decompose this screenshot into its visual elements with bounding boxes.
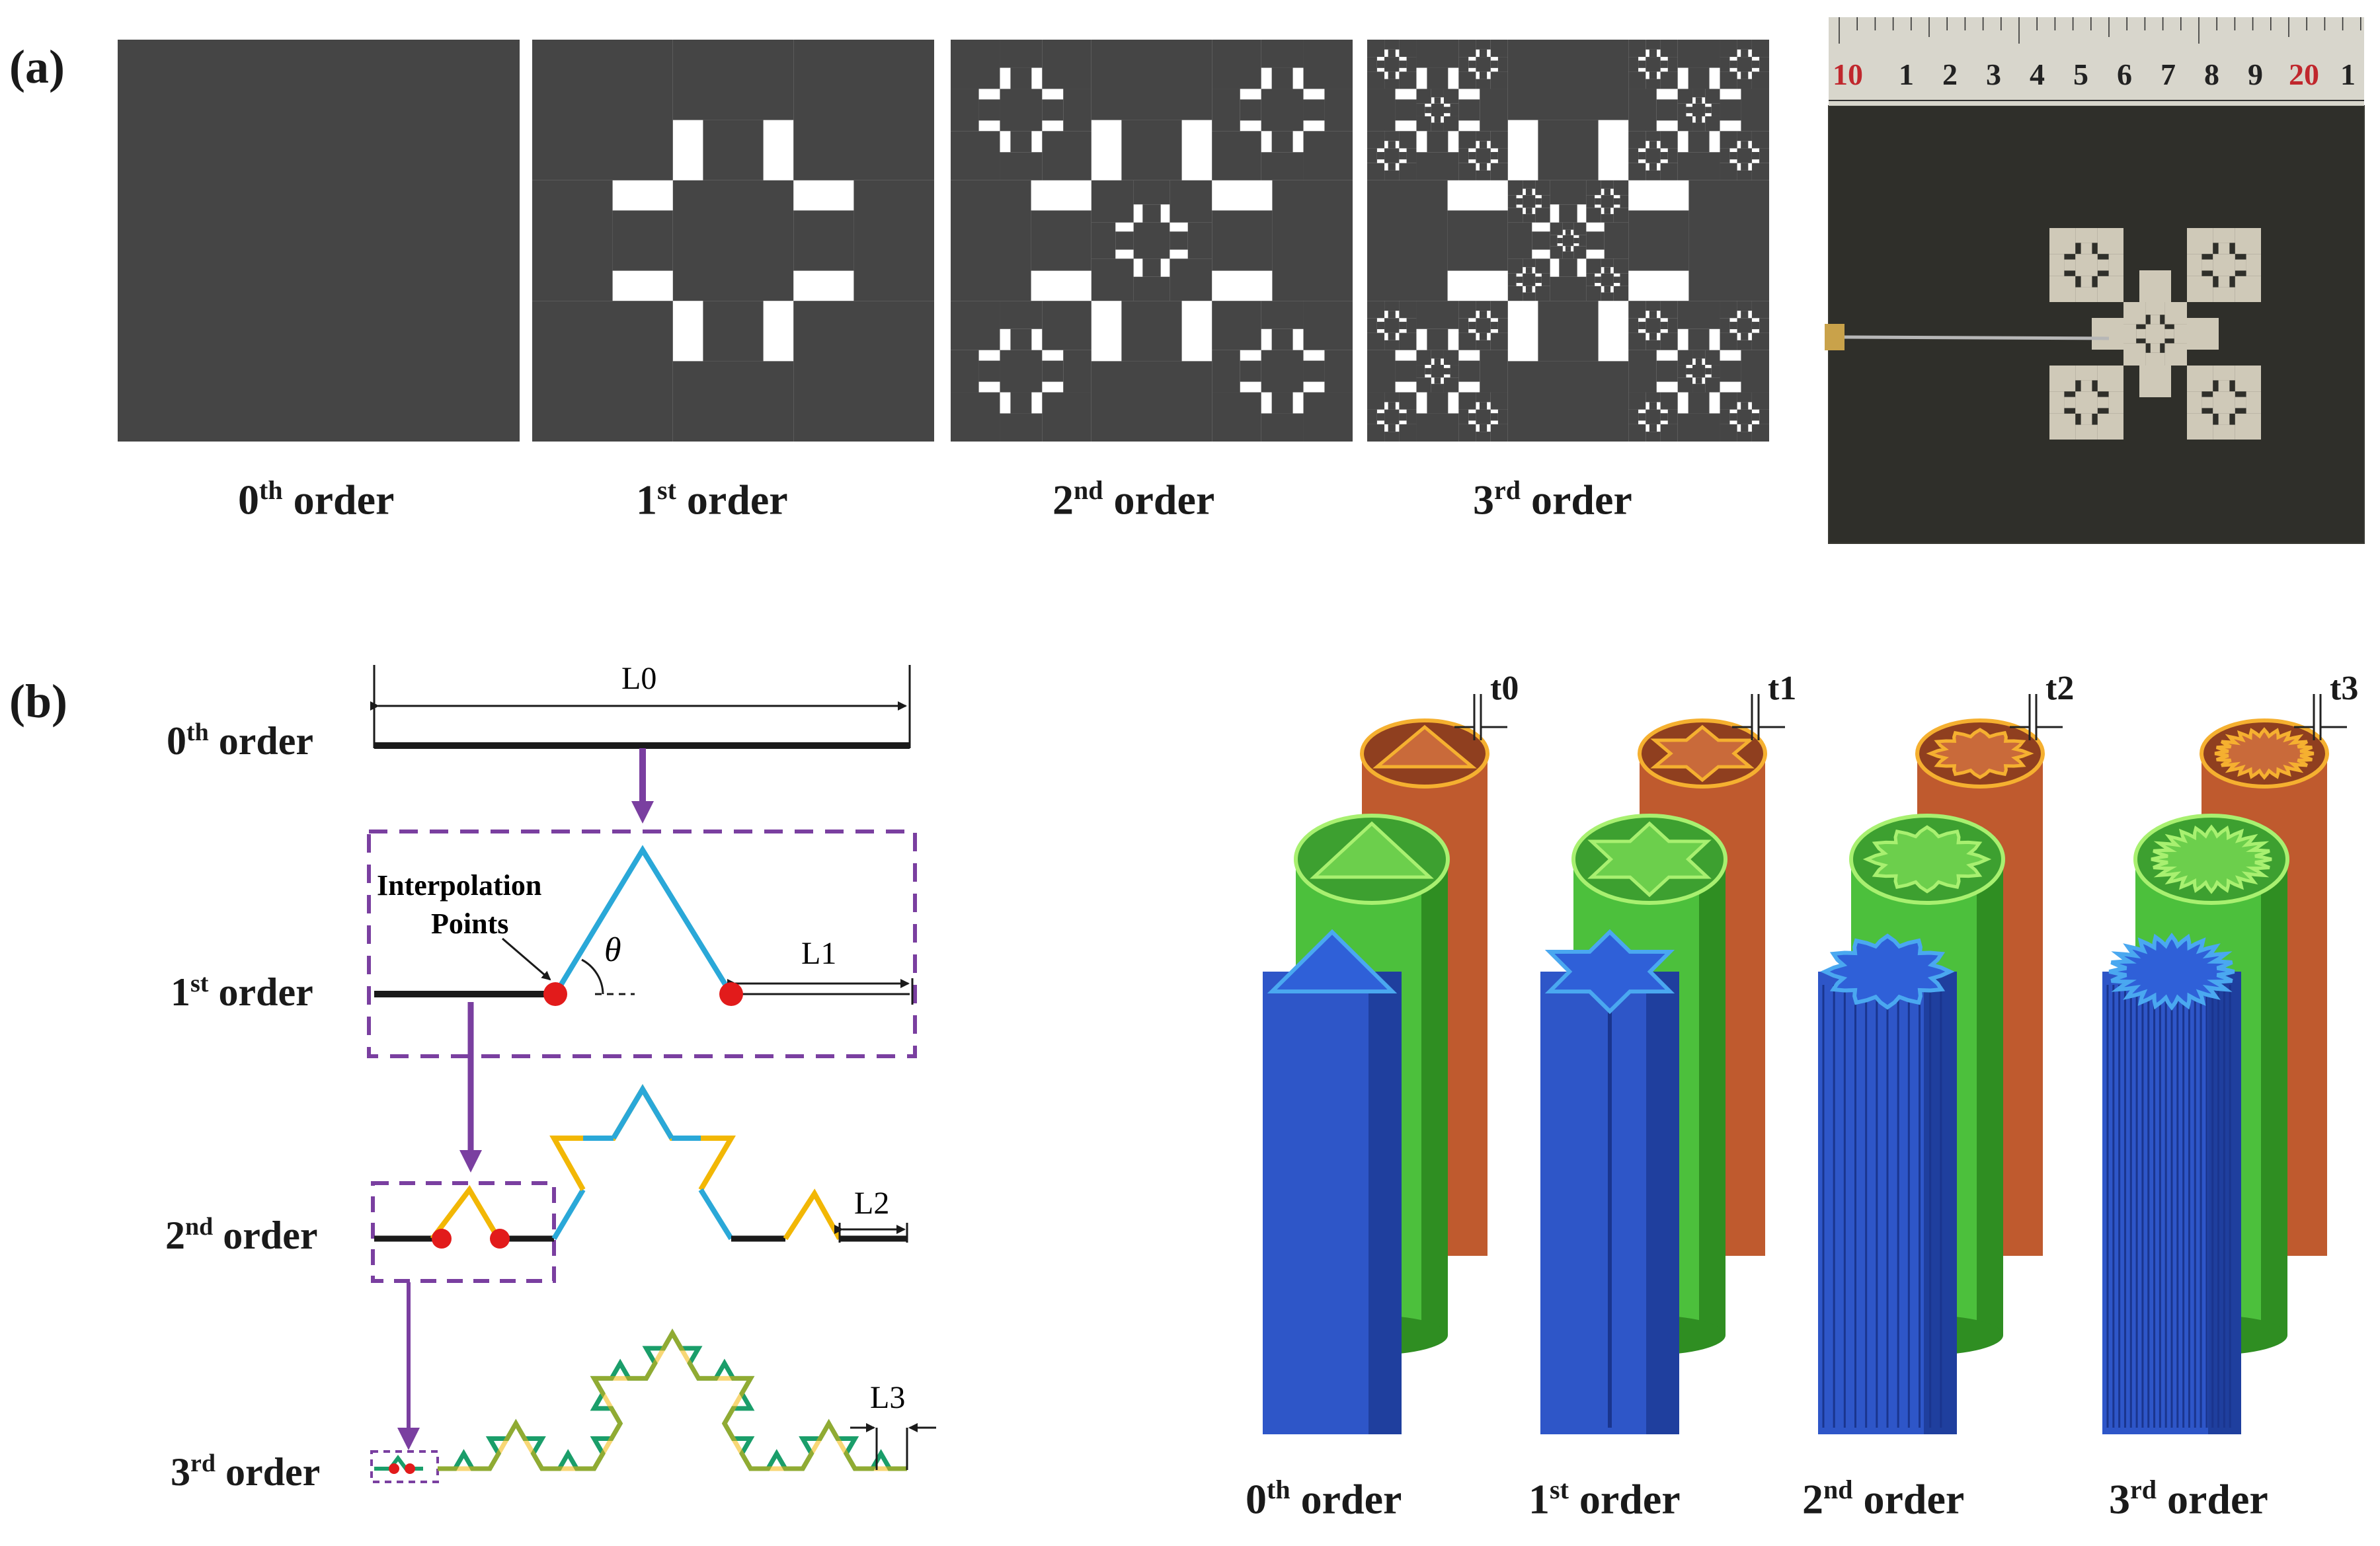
label-L3: L3	[870, 1380, 905, 1415]
label-interpolation: Interpolation	[377, 869, 541, 902]
ruler-number: 6	[2117, 58, 2132, 91]
diagram-order-2: 2nd order	[165, 1213, 318, 1257]
label-L1: L1	[801, 936, 836, 971]
caption-a-order-2: 2nd order	[1052, 475, 1215, 523]
ruler-number: 1	[2340, 58, 2356, 91]
fractal-patterns	[118, 40, 1785, 442]
diagram-order-1: 1st order	[171, 970, 313, 1014]
thickness-label-t2: t2	[2045, 670, 2074, 707]
caption-a-order-1: 1st order	[636, 475, 788, 523]
fractal-order-0	[118, 40, 520, 442]
caption-b-order-0: 0th order	[1246, 1475, 1402, 1523]
ruler-number: 3	[1986, 58, 2001, 91]
ruler	[1829, 17, 2364, 106]
ruler-number: 5	[2073, 58, 2088, 91]
ruler-number: 10	[1833, 58, 1863, 91]
label-theta: θ	[604, 931, 621, 969]
ruler-number: 7	[2161, 58, 2176, 91]
ruler-number: 1	[1899, 58, 1914, 91]
caption-b-order-2: 2nd order	[1802, 1475, 1965, 1523]
diagram-order-3: 3rd order	[171, 1449, 321, 1494]
tube-group-order-2: t2	[1818, 670, 2074, 1434]
ruler-number: 8	[2204, 58, 2219, 91]
label-L0: L0	[621, 661, 656, 696]
fractal-order-1	[532, 40, 934, 442]
ruler-number: 2	[1942, 58, 1958, 91]
caption-a-order-0: 0th order	[238, 475, 395, 523]
label-L2: L2	[854, 1186, 889, 1221]
tube-models: t0 t1 t2 t3	[1263, 670, 2358, 1434]
panel-a-label: (a)	[9, 40, 65, 93]
thickness-label-t1: t1	[1768, 670, 1796, 707]
fractal-order-3	[1367, 40, 1769, 442]
thickness-label-t0: t0	[1490, 670, 1519, 707]
ruler-number: 9	[2248, 58, 2263, 91]
tube-group-order-0: t0	[1263, 670, 1519, 1434]
koch-diagram: L0 L1 θ Interpolation Points L2	[367, 661, 936, 1483]
diagram-order-0: 0th order	[167, 718, 314, 763]
panel-b-label: (b)	[9, 675, 67, 728]
fractal-order-2	[951, 40, 1353, 442]
caption-a-order-3: 3rd order	[1473, 475, 1632, 523]
caption-b-order-3: 3rd order	[2109, 1475, 2268, 1523]
label-points: Points	[431, 908, 508, 940]
tube-group-order-1: t1	[1540, 670, 1796, 1434]
ruler-number: 4	[2030, 58, 2045, 91]
caption-b-order-1: 1st order	[1528, 1475, 1681, 1523]
thickness-label-t3: t3	[2330, 670, 2358, 707]
ruler-number: 20	[2289, 58, 2319, 91]
tube-group-order-3: t3	[2102, 670, 2358, 1434]
